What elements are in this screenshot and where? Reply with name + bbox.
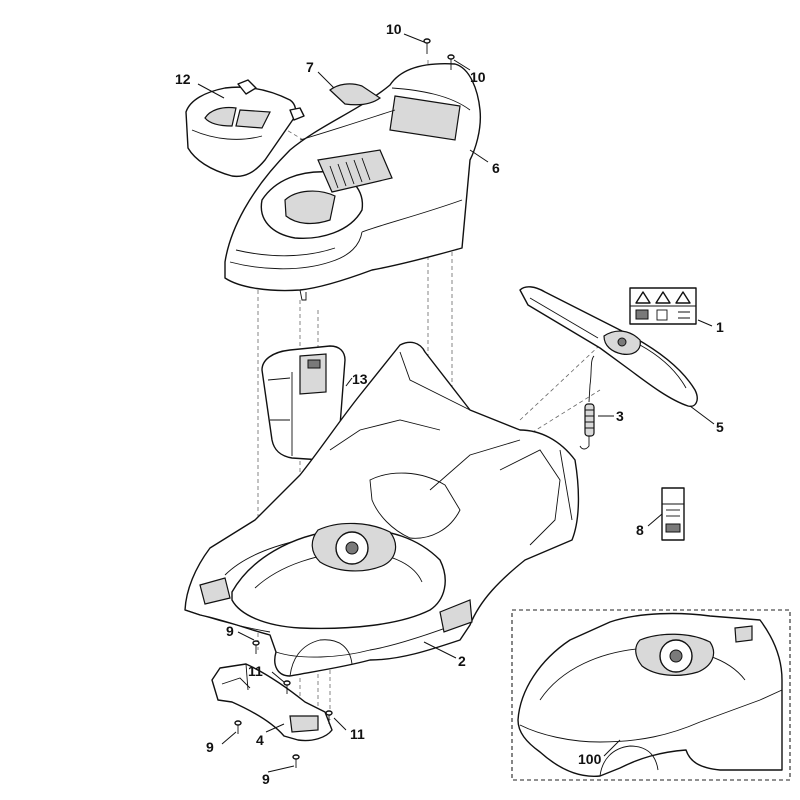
callout-6: 6 (492, 160, 500, 176)
vent-slots (329, 157, 371, 189)
bracket-part-4 (211, 663, 333, 742)
callout-10-top: 10 (386, 21, 402, 37)
callout-13: 13 (352, 371, 368, 387)
callout-2: 2 (458, 653, 466, 669)
screw-part-11-b (325, 710, 333, 724)
callout-1: 1 (716, 319, 724, 335)
callout-3: 3 (616, 408, 624, 424)
leader-lines (197, 33, 715, 773)
top-cover-part-6 (224, 62, 482, 301)
housing-part-2 (184, 341, 580, 677)
warning-label-part-1 (629, 287, 697, 325)
screw-part-9-a (252, 640, 260, 654)
housing-variant-part-100 (517, 612, 783, 777)
battery-cover-part-12 (185, 79, 305, 178)
callout-7: 7 (306, 59, 314, 75)
screw-part-9-b (234, 720, 242, 734)
callout-9-left: 9 (206, 739, 214, 755)
callout-9-upper: 9 (226, 623, 234, 639)
screw-part-10-b (447, 54, 455, 70)
callout-9-bottom: 9 (262, 771, 270, 787)
callout-11-right: 11 (350, 726, 365, 742)
manual-part-8 (661, 487, 685, 541)
flap-part-7 (329, 83, 382, 106)
screw-part-9-c (292, 754, 300, 768)
callout-11-upper: 11 (248, 663, 263, 679)
callout-100: 100 (578, 751, 602, 767)
spring-part-3 (579, 355, 595, 450)
callout-4: 4 (256, 732, 264, 748)
rear-flap-part-5 (519, 286, 698, 407)
battery-holder-part-13 (261, 345, 346, 461)
screw-part-11-a (283, 680, 291, 694)
callout-8: 8 (636, 522, 644, 538)
callout-5: 5 (716, 419, 724, 435)
screw-part-10-a (423, 38, 431, 54)
callout-labels: 10 10 12 7 6 1 3 5 8 13 2 9 11 11 4 9 9 … (175, 21, 724, 787)
callout-10-right: 10 (470, 69, 486, 85)
callout-12: 12 (175, 71, 191, 87)
